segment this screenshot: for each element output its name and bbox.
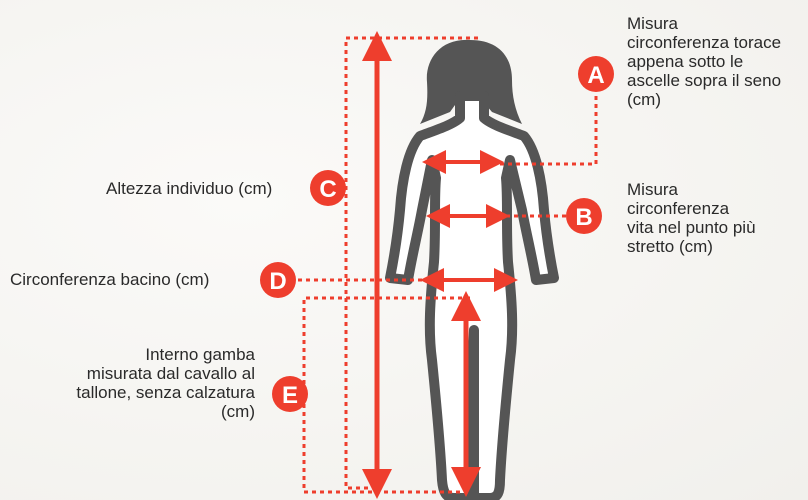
badge-b: B xyxy=(566,198,602,234)
svg-text:A: A xyxy=(587,62,604,89)
label-a-line-2: circonferenza torace xyxy=(627,33,781,52)
label-a-line-4: ascelle sopra il seno xyxy=(627,71,781,90)
label-c: Altezza individuo (cm) xyxy=(106,179,272,198)
badge-e: E xyxy=(272,376,308,412)
label-c-line-1: Altezza individuo (cm) xyxy=(106,179,272,198)
badge-a: A xyxy=(578,56,614,92)
label-e: Interno gamba misurata dal cavallo al ta… xyxy=(40,345,255,421)
label-b-line-4: stretto (cm) xyxy=(627,237,756,256)
svg-text:B: B xyxy=(575,204,592,231)
label-b-line-2: circonferenza xyxy=(627,199,756,218)
body-outline xyxy=(390,96,554,498)
label-e-line-3: tallone, senza calzatura xyxy=(40,383,255,402)
label-b-line-3: vita nel punto più xyxy=(627,218,756,237)
label-d-line-1: Circonferenza bacino (cm) xyxy=(10,270,209,289)
label-b-line-1: Misura xyxy=(627,180,756,199)
svg-text:E: E xyxy=(282,382,298,409)
label-a-line-5: (cm) xyxy=(627,90,781,109)
label-a-line-1: Misura xyxy=(627,14,781,33)
label-a: Misura circonferenza torace appena sotto… xyxy=(627,14,781,109)
badge-d: D xyxy=(260,262,296,298)
label-a-line-3: appena sotto le xyxy=(627,52,781,71)
label-d: Circonferenza bacino (cm) xyxy=(10,270,209,289)
svg-text:C: C xyxy=(319,176,336,203)
label-e-line-2: misurata dal cavallo al xyxy=(40,364,255,383)
label-b: Misura circonferenza vita nel punto più … xyxy=(627,180,756,256)
label-e-line-4: (cm) xyxy=(40,402,255,421)
svg-text:D: D xyxy=(269,268,286,295)
badge-c: C xyxy=(310,170,346,206)
label-e-line-1: Interno gamba xyxy=(40,345,255,364)
